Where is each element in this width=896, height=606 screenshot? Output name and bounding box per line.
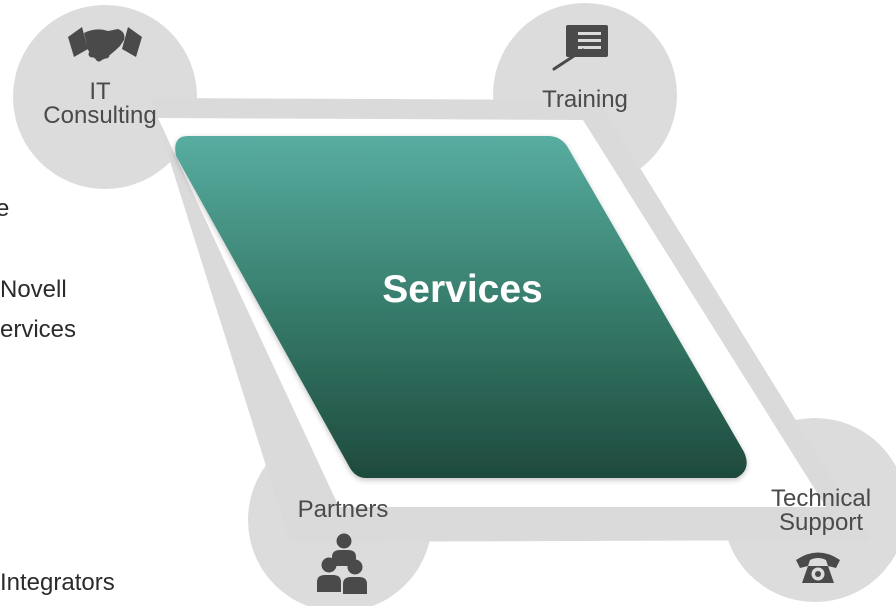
partners-label: Partners [297,496,389,523]
technical-support-line2: Support [778,509,864,536]
services-title: Services [382,268,543,311]
people-group-icon [317,533,367,594]
side-text-fragment-4: Integrators [0,569,115,596]
side-text-fragment-3: ervices [0,316,77,343]
training-label: Training [542,86,628,113]
services-parallelogram [175,136,747,478]
technical-support-label: Technical Support [746,487,896,535]
presentation-board-icon [552,25,608,71]
it-consulting-line1: IT [89,78,111,105]
technical-support-line1: Technical [770,485,872,512]
handshake-icon [68,27,142,62]
it-consulting-circle [13,5,197,189]
side-text-fragment-1: e [0,195,10,222]
side-text-fragment-2: Novell [0,276,67,303]
it-consulting-line2: Consulting [43,102,157,129]
telephone-icon [796,552,840,583]
it-consulting-label: IT Consulting [25,80,175,128]
